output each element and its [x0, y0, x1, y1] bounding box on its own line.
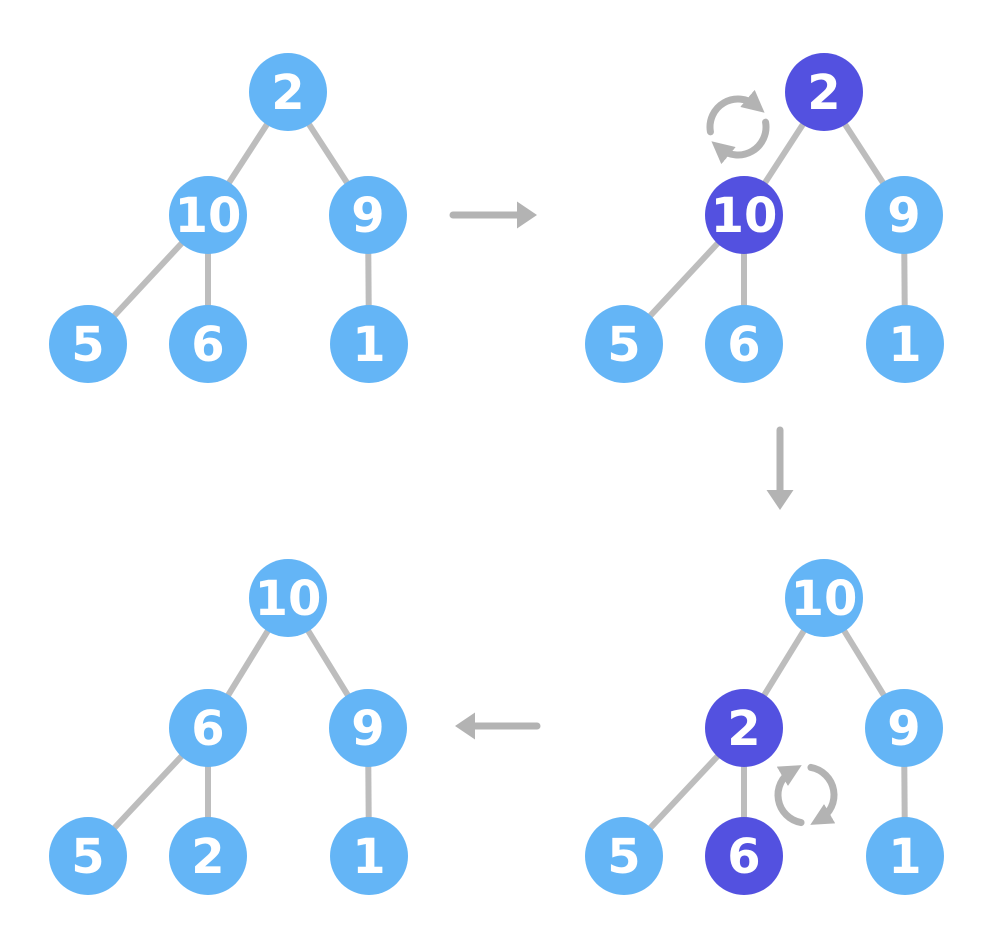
tree-node-6-highlighted	[705, 817, 783, 895]
swap-cycle-icon-2-6	[774, 763, 838, 827]
swap-arc	[774, 765, 805, 827]
tree-node-label: 6	[727, 317, 760, 373]
tree-node-9	[329, 176, 407, 254]
tree-node-10	[249, 559, 327, 637]
tree-node-label: 6	[727, 829, 760, 885]
swap-arc	[807, 763, 838, 825]
tree-node-9	[329, 689, 407, 767]
tree-node-2-highlighted	[705, 689, 783, 767]
tree-node-1	[330, 305, 408, 383]
tree-node-10-highlighted	[705, 176, 783, 254]
tree-node-2	[249, 53, 327, 131]
tree-node-6	[169, 689, 247, 767]
tree-node-label: 5	[71, 829, 104, 885]
tree-node-5	[585, 305, 663, 383]
tree-node-label: 10	[711, 188, 778, 244]
tree-node-label: 1	[352, 829, 385, 885]
tree-node-5	[585, 817, 663, 895]
flow-arrow-head-left	[455, 712, 475, 740]
tree-node-label: 9	[351, 701, 384, 757]
tree-node-2-highlighted	[785, 53, 863, 131]
swap-arc	[706, 89, 765, 136]
tree-node-1	[330, 817, 408, 895]
tree-step-4: 10 6 9 5 2 1	[49, 559, 408, 895]
tree-node-label: 9	[887, 188, 920, 244]
tree-node-9	[865, 689, 943, 767]
arrow-step3-to-step4	[455, 712, 541, 740]
tree-node-5	[49, 817, 127, 895]
tree-node-label: 2	[271, 65, 304, 121]
tree-node-label: 2	[727, 701, 760, 757]
tree-node-label: 5	[607, 829, 640, 885]
swap-cycle-icon-2-10	[706, 89, 770, 165]
tree-step-1: 2 10 9 5 6 1	[49, 53, 408, 383]
arrow-step1-to-step2	[449, 201, 537, 229]
swap-arc	[711, 118, 770, 165]
tree-node-label: 1	[888, 317, 921, 373]
tree-node-10	[785, 559, 863, 637]
tree-node-label: 10	[255, 571, 322, 627]
tree-step-2: 2 10 9 5 6 1	[585, 53, 944, 383]
tree-node-label: 2	[191, 829, 224, 885]
tree-node-label: 1	[888, 829, 921, 885]
tree-node-1	[866, 305, 944, 383]
tree-node-10	[169, 176, 247, 254]
tree-node-label: 5	[607, 317, 640, 373]
tree-node-1	[866, 817, 944, 895]
tree-step-3: 10 2 9 5 6 1	[585, 559, 944, 895]
tree-node-label: 10	[175, 188, 242, 244]
tree-node-6	[705, 305, 783, 383]
arrow-step2-to-step3	[766, 426, 794, 510]
tree-node-label: 2	[807, 65, 840, 121]
flow-arrow-head-right	[517, 201, 537, 229]
tree-node-label: 10	[791, 571, 858, 627]
tree-node-9	[865, 176, 943, 254]
tree-node-label: 9	[887, 701, 920, 757]
tree-node-2	[169, 817, 247, 895]
tree-node-label: 1	[352, 317, 385, 373]
flow-arrow-head-down	[766, 490, 794, 510]
tree-node-label: 9	[351, 188, 384, 244]
tree-node-label: 6	[191, 317, 224, 373]
tree-node-6	[169, 305, 247, 383]
tree-node-label: 5	[71, 317, 104, 373]
tree-node-5	[49, 305, 127, 383]
tree-node-label: 6	[191, 701, 224, 757]
